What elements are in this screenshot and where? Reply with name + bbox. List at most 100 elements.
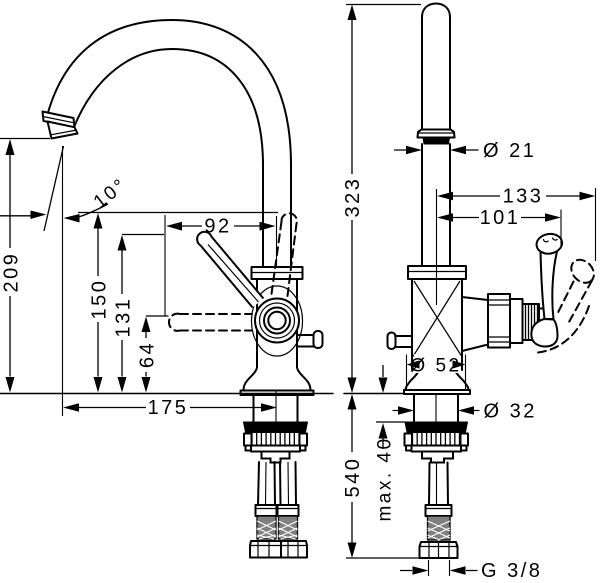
dim-d32-label: Ø 32 [484,401,537,423]
arrowhead-down [347,377,357,393]
left-view-side-elevation [41,18,324,559]
valve-ring-2 [258,302,296,339]
lever-handle-detail [207,244,259,303]
hose-left-braid [256,515,277,540]
dimension-92: 92 [78,211,278,316]
dim-max40-label: max. 40 [375,436,396,521]
arrowhead-right [452,360,466,369]
washer-band [242,421,309,433]
dim-133-label: 133 [503,186,544,208]
arrowhead-right [545,213,561,222]
arrowhead-left [458,406,474,415]
side-pin-shaft [296,334,315,348]
stud-notch-front [421,450,454,464]
dim-540-label: 540 [342,457,364,498]
arrowhead-up [93,213,103,229]
arrowhead-down [378,377,388,393]
dim-d21-label: Ø 21 [483,140,536,162]
aerator-face-line [50,129,77,136]
dimension-131: 131 [113,233,164,393]
handle-paddle-dashed [570,258,595,284]
cartridge-ring-1 [487,293,511,349]
hose-left-line [264,461,267,506]
label-backplate [414,354,458,373]
ext-lines [164,215,278,316]
dim-131-label: 131 [113,297,135,338]
dimension-101: 101 [437,207,562,246]
handle-paddle [535,232,564,255]
dimension-209: 209 [0,137,50,393]
shank-front [413,393,459,423]
valve-ring-inner [267,310,287,331]
arrowhead-right [579,191,596,201]
body-sphere [250,285,304,357]
nut-tab-right-front [459,432,469,447]
dimension-150: 150 [89,213,111,393]
cartridge-ring-2 [509,298,524,344]
hose-right-braid [277,515,299,540]
nut-tab-left-front [403,432,413,447]
handle-stem-dashed [556,279,593,323]
arrowhead-left [437,191,453,201]
nut-lower-band [250,444,301,453]
arrowhead-left [450,145,466,155]
hose-left [257,461,276,506]
dim-64-label: 64 [137,341,159,368]
dim-10deg-label: 10° [90,174,131,213]
arrowhead-up [347,394,357,410]
arrowhead-down [117,377,127,393]
base-flange [242,367,312,392]
hose-front-collar [424,504,453,517]
riser-dark-band [422,137,451,145]
dim-92-label: 92 [204,216,231,238]
hose-right-braid-weave [278,520,298,540]
dimension-diameter-32: Ø 32 [392,401,537,423]
hose-right [279,461,297,506]
dimension-175: 175 [63,397,277,419]
ext-lines [427,560,451,576]
washer-band-front [404,421,469,433]
hose-left-hex-facets [250,541,282,558]
arrowhead-left [166,221,182,231]
dimensions-right-view: 323 Ø 21 133 101 [342,3,597,582]
lever-dashed-left [167,312,253,332]
handle-sweep-arc-dashed [537,305,590,354]
body-cylinder-front [411,278,463,371]
shank [252,394,299,423]
spout-outer-curve [45,18,292,166]
dim-101-label: 101 [480,207,521,229]
arrowhead-down [347,542,357,558]
dim-150-label: 150 [89,279,111,320]
hose-front-braid-weave [427,520,451,541]
arrowhead-right [412,566,429,575]
side-pin-shaft-front [394,335,413,348]
arrowhead-up [347,4,357,20]
cartridge-horn [461,296,489,352]
arrowhead-down [93,377,103,393]
hose-front [428,461,449,506]
hose-left-braid-weave [256,520,277,540]
lever-dashed-up [270,212,298,297]
dimension-540: 540 [342,394,420,559]
body-cone-lines [412,280,463,357]
nut-tab-right [298,432,308,447]
dimensions-left-view: 209 10° 92 150 [0,137,278,419]
hose-left-hex [249,540,283,559]
hose-front-hex-facets [419,542,458,558]
arrowhead-left [63,403,79,412]
arrowhead-right [261,403,277,412]
arrowhead-down [5,377,15,393]
hose-right-collar [276,504,300,517]
cartridge-grooves [488,299,510,343]
dimension-max-40: max. 40 [375,365,405,522]
dimension-g38-thread: G 3/8 [400,560,540,582]
arrowhead-left [63,214,80,223]
hose-right-hex-facets [281,541,307,558]
side-pin-cap [312,330,324,349]
dimension-64: 64 [137,315,169,393]
side-pin-cap-front [386,331,397,350]
handle-bulb [530,318,559,348]
dim-209-label: 209 [1,252,23,293]
